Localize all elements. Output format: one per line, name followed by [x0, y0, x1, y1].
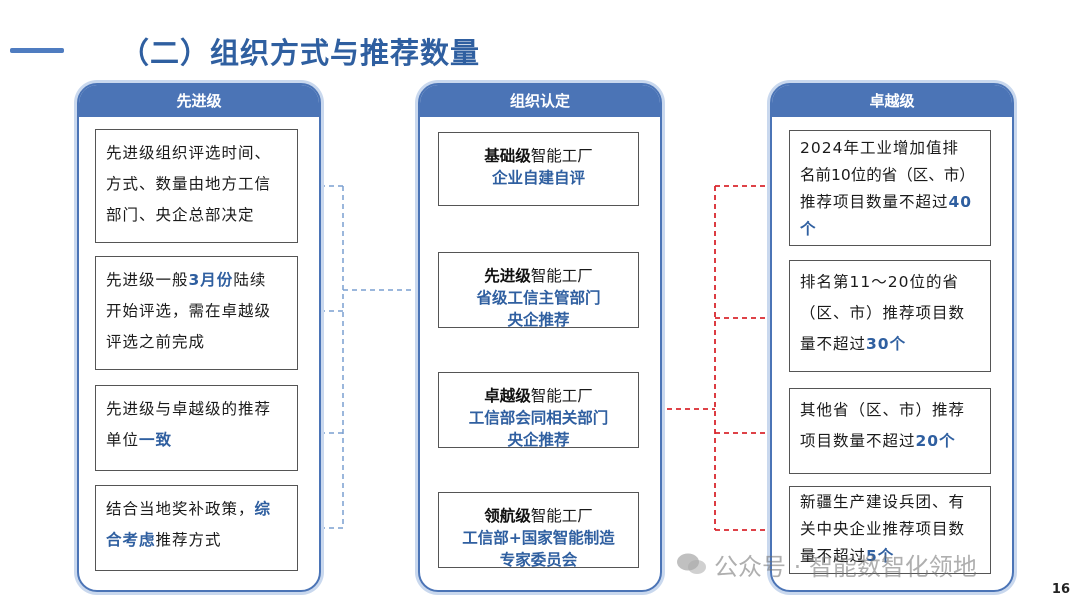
right-box-3-highlight: 20个: [915, 432, 956, 450]
page-title: （二）组织方式与推荐数量: [120, 36, 481, 70]
right-box-1-line-4: 个: [800, 216, 980, 243]
middle-box-leading-level: 领航级: [484, 507, 531, 525]
middle-box-basic-line-1: 企业自建自评: [491, 169, 585, 187]
middle-box-advanced-level: 先进级: [484, 267, 531, 285]
middle-box-excellent: 卓越级智能工厂 工信部会同相关部门 央企推荐: [438, 372, 639, 449]
wechat-icon: [677, 553, 706, 574]
right-box-2-text-pre: 量不超过: [800, 335, 867, 353]
left-box-2-highlight: 3月份: [188, 271, 234, 289]
right-panel-header: 卓越级: [772, 85, 1012, 117]
left-panel-header: 先进级: [79, 85, 319, 117]
right-box-4-line-2: 关中央企业推荐项目数: [800, 520, 966, 538]
right-panel-header-label: 卓越级: [869, 92, 915, 110]
middle-box-basic-title: 基础级智能工厂: [439, 145, 638, 167]
right-box-1-highlight-unit: 个: [800, 220, 817, 238]
left-box-4-highlight-1: 综: [254, 500, 272, 518]
left-box-4-line-2: 合考虑推荐方式: [106, 525, 287, 556]
left-box-3-text-pre: 单位: [106, 431, 140, 449]
left-box-1-line-3: 部门、央企总部决定: [106, 206, 255, 224]
left-box-2-line-2: 开始评选，需在卓越级: [106, 302, 272, 320]
middle-box-excellent-line-2: 央企推荐: [507, 431, 570, 449]
left-box-3-highlight: 一致: [139, 431, 173, 449]
right-box-1-line-3: 推荐项目数量不超过40: [800, 189, 980, 216]
middle-box-excellent-title: 卓越级智能工厂: [439, 385, 638, 407]
left-box-3-line-2: 单位一致: [106, 425, 287, 456]
right-box-1-highlight: 40: [948, 193, 973, 211]
right-box-1-text-pre: 推荐项目数量不超过: [800, 193, 949, 211]
middle-box-leading-suffix: 智能工厂: [530, 507, 593, 525]
left-box-4-text-post: 推荐方式: [155, 531, 222, 549]
left-box-2-line-3: 评选之前完成: [106, 333, 206, 351]
title-accent-bar: [10, 48, 64, 53]
right-box-3-text-pre: 项目数量不超过: [800, 432, 916, 450]
middle-box-excellent-suffix: 智能工厂: [530, 387, 593, 405]
left-box-1: 先进级组织评选时间、 方式、数量由地方工信 部门、央企总部决定: [95, 129, 298, 243]
middle-box-basic-level: 基础级: [484, 147, 531, 165]
middle-box-advanced-line-1: 省级工信主管部门: [476, 289, 601, 307]
right-box-2: 排名第11～20位的省 （区、市）推荐项目数 量不超过30个: [789, 260, 991, 372]
middle-box-excellent-line-1: 工信部会同相关部门: [468, 409, 609, 427]
right-box-4-text-pre: 量不超过: [800, 547, 867, 565]
right-box-2-line-2: （区、市）推荐项目数: [800, 304, 966, 322]
left-box-1-line-2: 方式、数量由地方工信: [106, 175, 272, 193]
middle-box-leading: 领航级智能工厂 工信部+国家智能制造 专家委员会: [438, 492, 639, 569]
middle-box-leading-title: 领航级智能工厂: [439, 505, 638, 527]
left-box-3: 先进级与卓越级的推荐 单位一致: [95, 385, 298, 471]
watermark: 公众号 · 智能数智化领地: [714, 547, 977, 582]
right-box-3-line-1: 其他省（区、市）推荐: [800, 401, 966, 419]
right-box-1-line-1: 2024年工业增加值排: [800, 139, 959, 157]
left-box-4-line-1: 结合当地奖补政策，综: [106, 494, 287, 525]
middle-box-excellent-level: 卓越级: [484, 387, 531, 405]
left-box-4-highlight-2: 合考虑: [106, 531, 156, 549]
left-box-2-line-1: 先进级一般3月份陆续: [106, 265, 287, 296]
right-box-3: 其他省（区、市）推荐 项目数量不超过20个: [789, 388, 991, 474]
right-box-4-line-1: 新疆生产建设兵团、有: [800, 493, 966, 511]
left-box-4-text-pre: 结合当地奖补政策，: [106, 500, 255, 518]
middle-box-advanced-title: 先进级智能工厂: [439, 265, 638, 287]
page-number: 16: [1051, 582, 1070, 597]
left-box-3-line-1: 先进级与卓越级的推荐: [106, 400, 272, 418]
left-box-1-line-1: 先进级组织评选时间、: [106, 144, 272, 162]
middle-panel-header: 组织认定: [420, 85, 660, 117]
right-box-1: 2024年工业增加值排 名前10位的省（区、市） 推荐项目数量不超过40 个: [789, 130, 991, 246]
left-box-4: 结合当地奖补政策，综 合考虑推荐方式: [95, 485, 298, 571]
left-box-2-text-pre: 先进级一般: [106, 271, 189, 289]
middle-box-basic: 基础级智能工厂 企业自建自评: [438, 132, 639, 206]
right-box-4: 新疆生产建设兵团、有 关中央企业推荐项目数 量不超过5个: [789, 486, 991, 574]
right-box-3-line-2: 项目数量不超过20个: [800, 426, 980, 457]
left-box-2-text-post: 陆续: [233, 271, 267, 289]
right-box-1-line-2: 名前10位的省（区、市）: [800, 166, 975, 184]
middle-box-advanced-suffix: 智能工厂: [530, 267, 593, 285]
right-box-2-line-1: 排名第11～20位的省: [800, 273, 959, 291]
middle-box-leading-line-2: 专家委员会: [499, 551, 578, 569]
watermark-text: 公众号 · 智能数智化领地: [714, 553, 977, 581]
left-panel-header-label: 先进级: [176, 92, 222, 110]
middle-box-advanced: 先进级智能工厂 省级工信主管部门 央企推荐: [438, 252, 639, 329]
middle-box-basic-suffix: 智能工厂: [530, 147, 593, 165]
middle-box-leading-line-1: 工信部+国家智能制造: [462, 529, 615, 547]
right-box-4-highlight: 5个: [866, 547, 895, 565]
right-box-4-line-3: 量不超过5个: [800, 543, 980, 570]
middle-box-advanced-line-2: 央企推荐: [507, 311, 570, 329]
right-box-2-line-3: 量不超过30个: [800, 329, 980, 360]
right-box-2-highlight: 30个: [866, 335, 907, 353]
left-box-2: 先进级一般3月份陆续 开始评选，需在卓越级 评选之前完成: [95, 256, 298, 370]
middle-panel-header-label: 组织认定: [509, 92, 570, 110]
